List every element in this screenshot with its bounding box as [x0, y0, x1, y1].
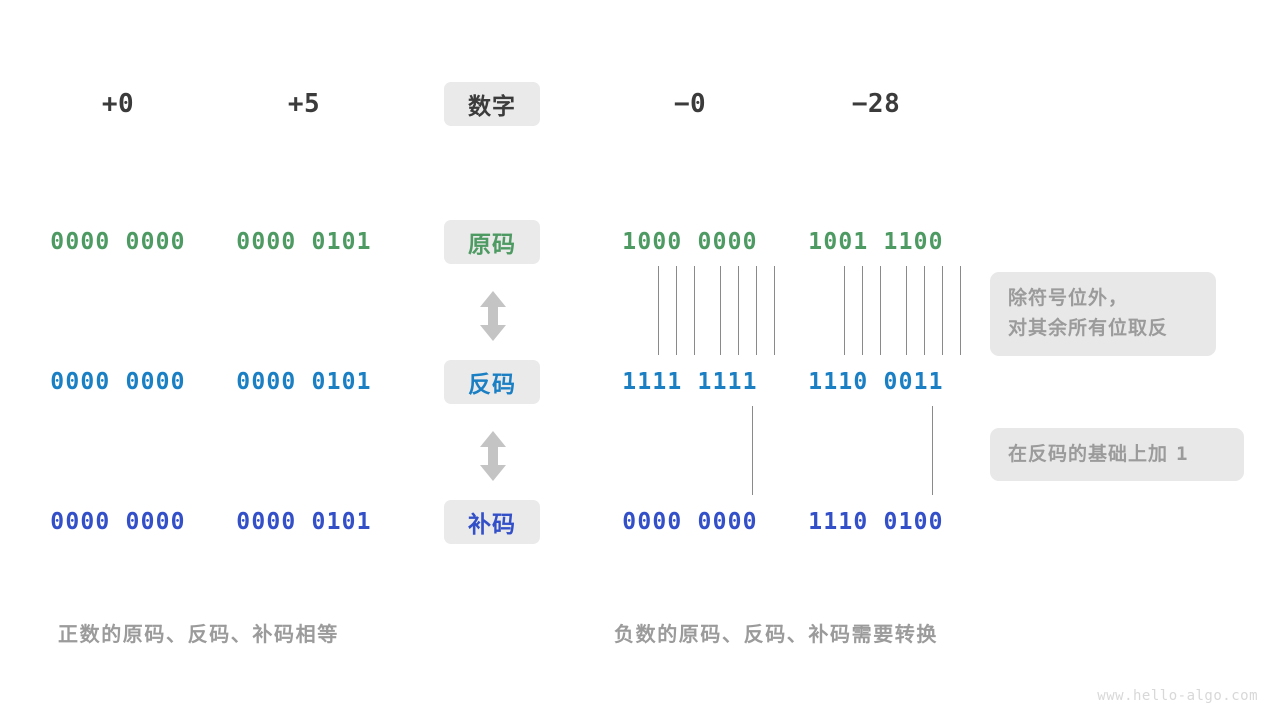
- value-twos-minus-zero: 0000 0000: [622, 509, 758, 535]
- caption-positive: 正数的原码、反码、补码相等: [58, 624, 339, 646]
- value-original-minus-28: 1001 1100: [808, 229, 944, 255]
- annotation-invert-bits-line1: 除符号位外，: [1008, 288, 1129, 309]
- annotation-add-one: 在反码的基础上加 1: [990, 428, 1244, 481]
- connector-line: [720, 266, 721, 355]
- badge-twos-complement: 补码: [444, 500, 540, 544]
- connector-line: [676, 266, 677, 355]
- badge-number: 数字: [444, 82, 540, 126]
- connector-line: [774, 266, 775, 355]
- value-original-plus-zero: 0000 0000: [50, 229, 186, 255]
- value-ones-minus-zero: 1111 1111: [622, 369, 758, 395]
- connector-line: [844, 266, 845, 355]
- connector-line: [658, 266, 659, 355]
- value-twos-plus-five: 0000 0101: [236, 509, 372, 535]
- connector-line: [738, 266, 739, 355]
- annotation-add-one-value: 1: [1176, 443, 1189, 465]
- connector-line: [960, 266, 961, 355]
- annotation-add-one-text: 在反码的基础上加: [1008, 444, 1169, 465]
- connector-line: [694, 266, 695, 355]
- value-original-minus-zero: 1000 0000: [622, 229, 758, 255]
- caption-negative: 负数的原码、反码、补码需要转换: [614, 624, 938, 646]
- connector-line: [942, 266, 943, 355]
- badge-ones-complement: 反码: [444, 360, 540, 404]
- connector-line: [932, 406, 933, 495]
- connector-line: [924, 266, 925, 355]
- double-arrow-icon: [477, 290, 509, 347]
- connector-line: [862, 266, 863, 355]
- badge-original-code: 原码: [444, 220, 540, 264]
- connector-line: [756, 266, 757, 355]
- header-minus-28: −28: [851, 89, 901, 119]
- value-ones-plus-zero: 0000 0000: [50, 369, 186, 395]
- annotation-invert-bits-line2: 对其余所有位取反: [1008, 318, 1169, 339]
- value-twos-plus-zero: 0000 0000: [50, 509, 186, 535]
- connector-line: [752, 406, 753, 495]
- header-plus-zero: +0: [101, 89, 135, 119]
- value-original-plus-five: 0000 0101: [236, 229, 372, 255]
- value-ones-plus-five: 0000 0101: [236, 369, 372, 395]
- connector-line: [906, 266, 907, 355]
- value-twos-minus-28: 1110 0100: [808, 509, 944, 535]
- header-minus-zero: −0: [673, 89, 707, 119]
- watermark: www.hello-algo.com: [1097, 688, 1258, 704]
- connector-line: [880, 266, 881, 355]
- value-ones-minus-28: 1110 0011: [808, 369, 944, 395]
- double-arrow-icon: [477, 430, 509, 487]
- annotation-invert-bits: 除符号位外， 对其余所有位取反: [990, 272, 1216, 356]
- header-plus-five: +5: [287, 89, 321, 119]
